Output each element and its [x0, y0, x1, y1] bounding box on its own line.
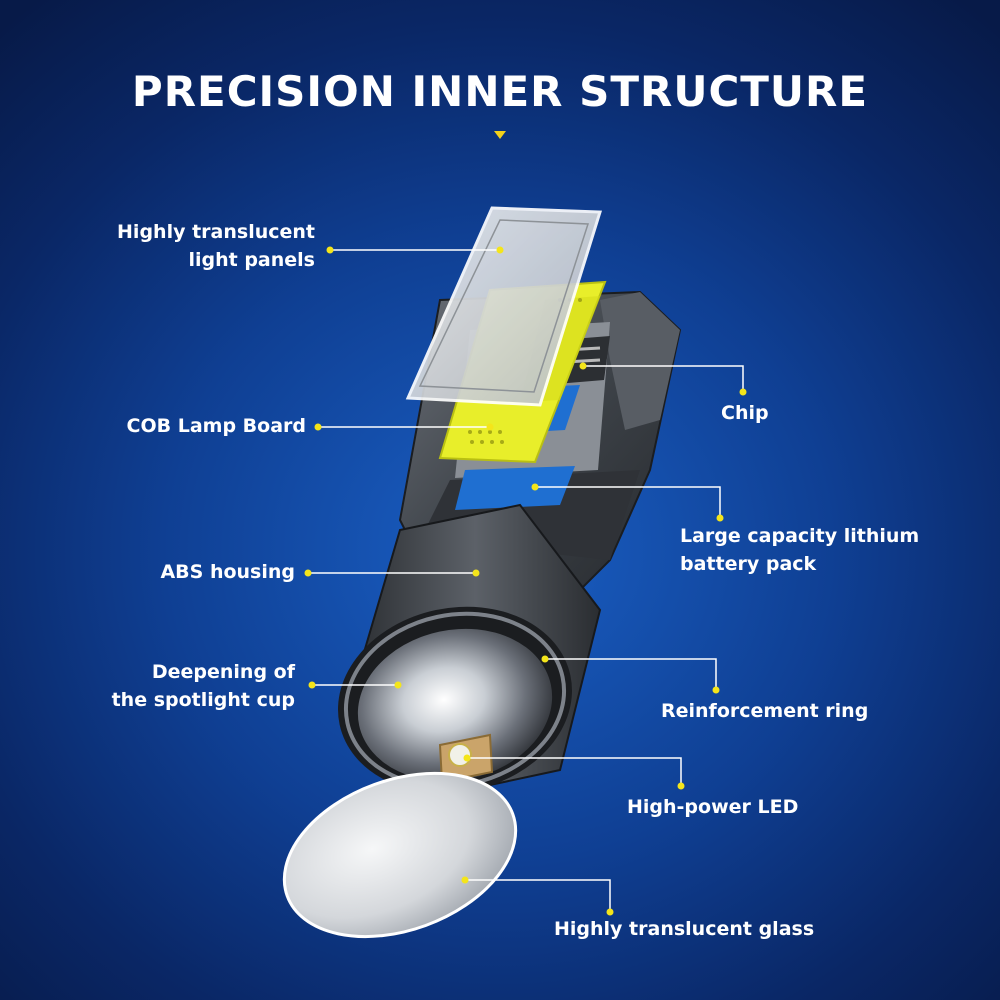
leader-dot-led	[463, 754, 471, 762]
leader-line-battery	[535, 486, 721, 518]
flashlight-head	[338, 503, 602, 802]
leader-dot-cob-board	[314, 423, 322, 431]
label-chip: Chip	[721, 402, 769, 424]
leader-lines	[308, 249, 744, 912]
leader-line-chip	[583, 365, 744, 392]
leader-dot-reinforcement	[541, 655, 549, 663]
leader-dot-light-panels	[326, 246, 334, 254]
label-battery-pack: Large capacity lithium battery pack	[680, 525, 920, 575]
spotlight-cup	[357, 628, 553, 782]
leader-line-led	[467, 757, 682, 786]
label-high-power-led: High-power LED	[627, 796, 799, 818]
label-abs-housing: ABS housing	[160, 561, 295, 583]
leader-line-glass	[465, 879, 611, 912]
leader-line-reinforcement	[545, 658, 717, 690]
label-reinforcement-ring: Reinforcement ring	[661, 700, 869, 722]
leader-dot-chip	[579, 362, 587, 370]
leader-dot-spotlight-cup	[308, 681, 316, 689]
label-light-panels: Highly translucent light panels	[117, 221, 315, 271]
leader-dots	[304, 246, 747, 916]
label-cob-lamp-board: COB Lamp Board	[126, 415, 306, 437]
leader-dot-abs-housing	[304, 569, 312, 577]
translucent-glass-lens	[282, 771, 518, 939]
page-title: PRECISION INNER STRUCTURE	[131, 67, 869, 116]
leader-dot-glass	[461, 876, 469, 884]
translucent-light-panel	[405, 206, 603, 407]
label-spotlight-cup: Deepening of the spotlight cup	[111, 661, 295, 711]
title-caret-icon	[494, 131, 506, 139]
label-translucent-glass: Highly translucent glass	[554, 918, 815, 940]
leader-dot-battery	[531, 483, 539, 491]
